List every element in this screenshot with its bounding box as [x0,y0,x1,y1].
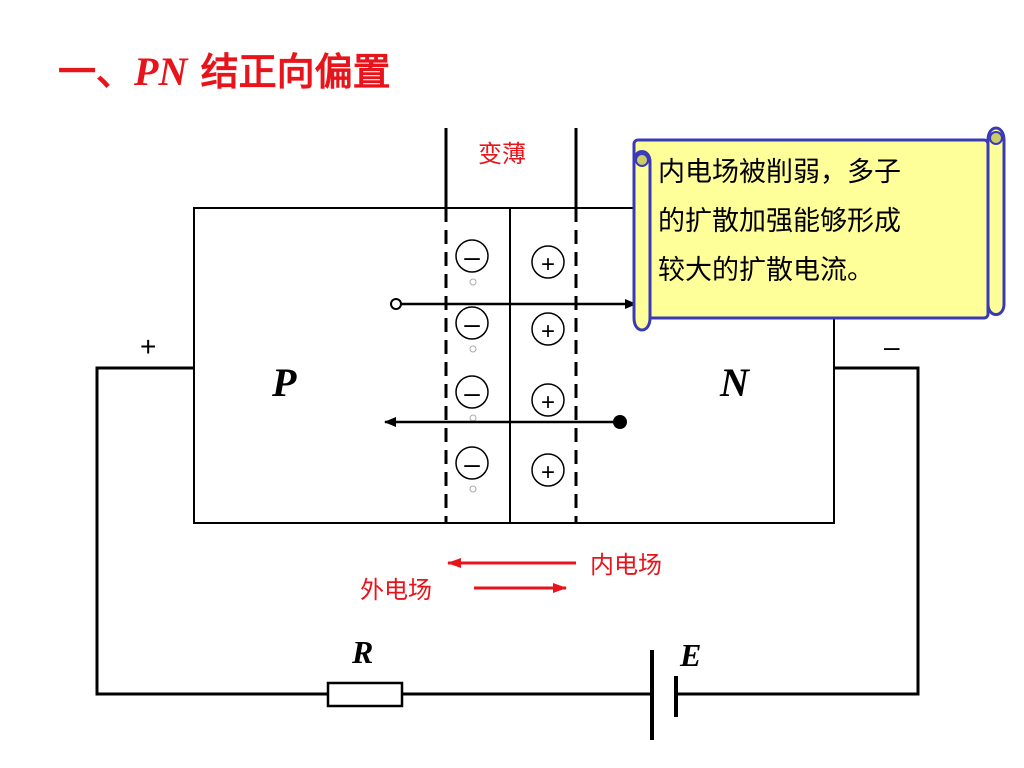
callout-scroll [632,126,1006,332]
callout-line: 的扩散加强能够形成 [658,206,901,237]
negative-ion-sign: – [464,377,480,408]
wire-left [95,366,328,696]
title-pn: PN [134,49,188,94]
positive-ion-sign: + [541,459,555,486]
positive-ion: + [531,383,565,417]
thinner-label: 变薄 [478,140,526,168]
electron-diffusion-arrow [384,415,627,429]
resistor-label: R [351,634,373,670]
negative-ion-sign: – [464,448,480,479]
positive-ion-sign: + [541,318,555,345]
title-prefix: 一、 [58,49,135,94]
semiconductor-block [193,207,835,524]
callout-line: 较大的扩散电流。 [658,255,874,286]
negative-ion: – [455,306,489,353]
positive-ion: + [531,453,565,487]
minus-terminal-label: – [884,331,900,362]
title-suffix: 结正向偏置 [187,49,391,94]
battery-label: E [679,637,701,673]
negative-ion: – [455,446,489,493]
external-field-label: 外电场 [360,576,432,604]
plus-terminal-label: + [140,331,156,362]
n-region-label: N [719,360,751,405]
internal-field-label: 内电场 [590,551,662,579]
positive-ion-sign: + [541,389,555,416]
positive-ion: + [531,312,565,346]
resistor-symbol [326,681,404,708]
negative-ion-sign: – [464,241,480,272]
wire-right [676,366,920,696]
positive-ion-sign: + [541,251,555,278]
hole-diffusion-arrow [390,298,637,310]
callout-line: 内电场被削弱，多子 [658,157,901,188]
callout-text: 内电场被削弱，多子 的扩散加强能够形成 较大的扩散电流。 [642,148,982,310]
positive-ion: + [531,245,565,279]
page-title: 一、PN 结正向偏置 [58,52,391,92]
negative-ion-sign: – [464,308,480,339]
negative-ion: – [455,239,489,286]
p-region-label: P [271,360,297,405]
negative-ion: – [455,375,489,422]
